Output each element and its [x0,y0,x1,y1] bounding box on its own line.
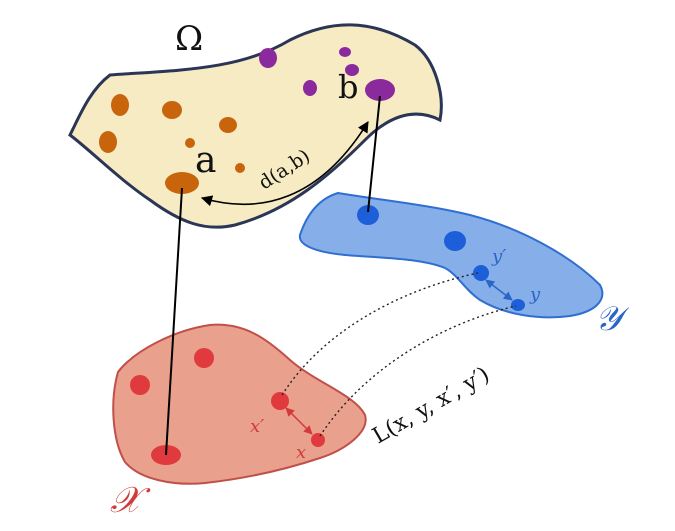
x-point [194,348,214,368]
y-point [444,231,466,251]
x-prime-label: x′ [250,416,264,437]
y-point [357,205,379,225]
link-a-to-x [165,187,183,456]
y-prime-label: y′ [491,246,506,267]
omega-label: Ω [175,19,203,59]
omega-point [345,64,359,76]
omega-point [99,131,117,153]
omega-point [219,117,237,133]
x-prime-point [271,392,289,410]
space-y-blob [298,191,604,319]
point-b-dot [365,79,395,101]
y-prime-point [473,265,489,281]
y-pair-arrow [485,279,513,301]
space-x-blob [112,323,367,485]
point-a-dot [165,172,199,194]
y-label: y [529,284,541,305]
point-a-label: a [195,140,216,181]
x-point-dot [311,433,325,447]
omega-point [185,138,195,148]
space-x-label: 𝒳 [110,480,151,521]
point-b-label: b [338,68,358,106]
space-y-label: 𝒴 [595,299,630,339]
omega-point [303,80,317,96]
omega-point [339,47,351,57]
dotted-link-x-y [319,305,517,437]
loss-label: L(x, y, x′, y′) [369,362,495,449]
omega-point [259,48,277,68]
omega-point [111,94,129,116]
omega-point [235,163,245,173]
x-point [130,375,150,395]
omega-point [162,101,182,119]
link-b-to-y [367,95,381,213]
distance-arrow [200,121,369,207]
x-pair-arrow [285,407,313,435]
y-point-dot [511,299,525,311]
omega-surface [68,23,443,229]
x-label: x [296,442,306,463]
